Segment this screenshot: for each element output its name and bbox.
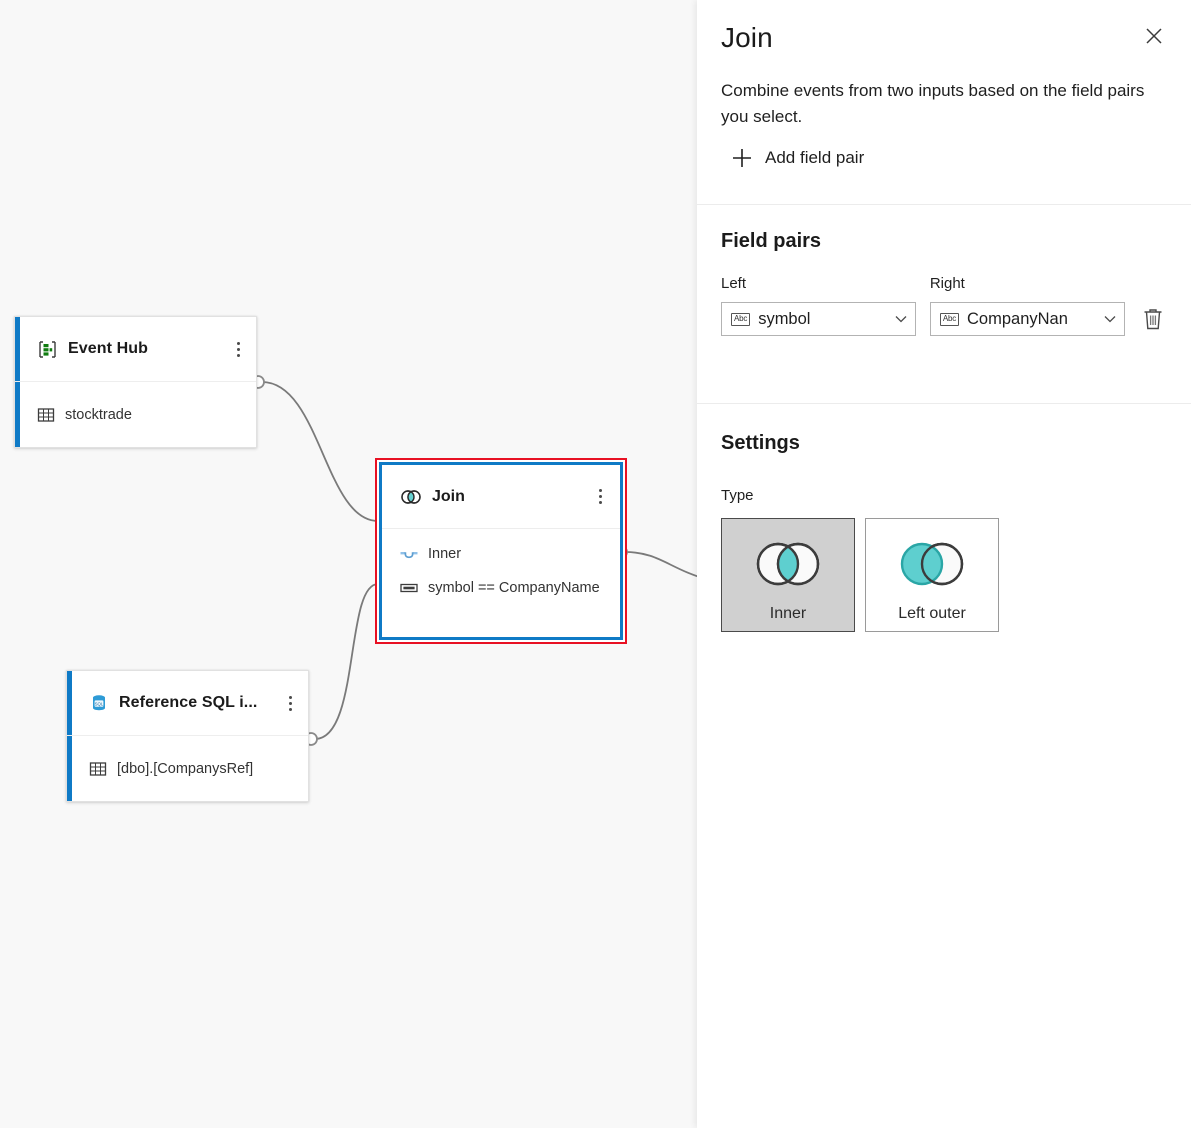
left-field-dropdown[interactable]: Abc symbol [721, 302, 916, 336]
node-menu-button[interactable] [230, 338, 246, 361]
type-option-label: Left outer [898, 605, 966, 622]
node-accent-bar [15, 317, 20, 447]
node-body: stocktrade [15, 382, 256, 447]
type-option-left-outer[interactable]: Left outer [865, 518, 999, 632]
abc-icon: Abc [731, 312, 751, 326]
node-body: Inner symbol == CompanyName [382, 529, 620, 637]
add-field-pair-button[interactable]: Add field pair [731, 147, 1167, 169]
join-type-value: Inner [428, 546, 462, 562]
delete-field-pair-button[interactable] [1139, 302, 1167, 336]
settings-heading: Settings [721, 432, 800, 454]
venn-left-outer-icon [900, 542, 964, 586]
node-menu-button[interactable] [282, 692, 298, 715]
section-divider [697, 204, 1191, 205]
right-field-value: CompanyNan [967, 309, 1068, 328]
pipeline-canvas[interactable]: Event Hub stocktrade [0, 0, 697, 1128]
node-join-selection: Join Inner [375, 458, 627, 644]
type-option-label: Inner [769, 605, 807, 622]
left-field-value: symbol [758, 309, 811, 328]
trash-icon [1144, 309, 1162, 330]
add-field-pair-label: Add field pair [765, 148, 865, 167]
sql-database-icon: SQL [89, 693, 109, 713]
node-subtitle: stocktrade [65, 406, 132, 423]
node-header: Join [382, 465, 620, 529]
node-reference-sql-input[interactable]: SQL Reference SQL i... [dbo].[CompanysRe… [66, 670, 309, 802]
table-icon [37, 406, 55, 424]
event-hub-icon [37, 339, 58, 360]
join-type-row: Inner [400, 537, 610, 571]
join-condition-row: symbol == CompanyName [400, 571, 610, 605]
node-accent-bar [67, 671, 72, 801]
join-condition-value: symbol == CompanyName [428, 580, 600, 596]
svg-text:SQL: SQL [95, 701, 104, 706]
node-event-hub[interactable]: Event Hub stocktrade [14, 316, 257, 448]
join-type-icon [400, 547, 418, 561]
section-divider [697, 403, 1191, 404]
join-properties-panel: Join Combine events from two inputs base… [697, 0, 1191, 1128]
left-field-label: Left [721, 275, 747, 292]
page-title: Join [721, 22, 773, 53]
right-field-label: Right [929, 275, 965, 292]
venn-inner-icon [756, 542, 820, 586]
node-title: Reference SQL i... [119, 694, 258, 711]
right-field-dropdown[interactable]: Abc CompanyNan [929, 302, 1125, 336]
join-venn-icon [400, 489, 422, 505]
close-icon[interactable] [1133, 16, 1175, 56]
node-join[interactable]: Join Inner [379, 462, 623, 640]
panel-description: Combine events from two inputs based on … [721, 81, 1145, 126]
node-menu-button[interactable] [592, 485, 608, 508]
chevron-down-icon [895, 316, 907, 323]
plus-icon [731, 147, 753, 169]
node-subtitle: [dbo].[CompanysRef] [117, 760, 254, 777]
node-body: [dbo].[CompanysRef] [67, 736, 308, 801]
type-option-inner[interactable]: Inner [721, 518, 855, 632]
node-header: SQL Reference SQL i... [67, 671, 308, 736]
node-header: Event Hub [15, 317, 256, 382]
type-label: Type [721, 487, 754, 504]
field-pairs-heading: Field pairs [721, 230, 822, 252]
node-title: Event Hub [68, 340, 149, 357]
condition-icon [400, 581, 418, 595]
node-title: Join [432, 487, 465, 505]
chevron-down-icon [1104, 316, 1116, 323]
abc-icon: Abc [939, 312, 959, 326]
table-icon [89, 760, 107, 778]
